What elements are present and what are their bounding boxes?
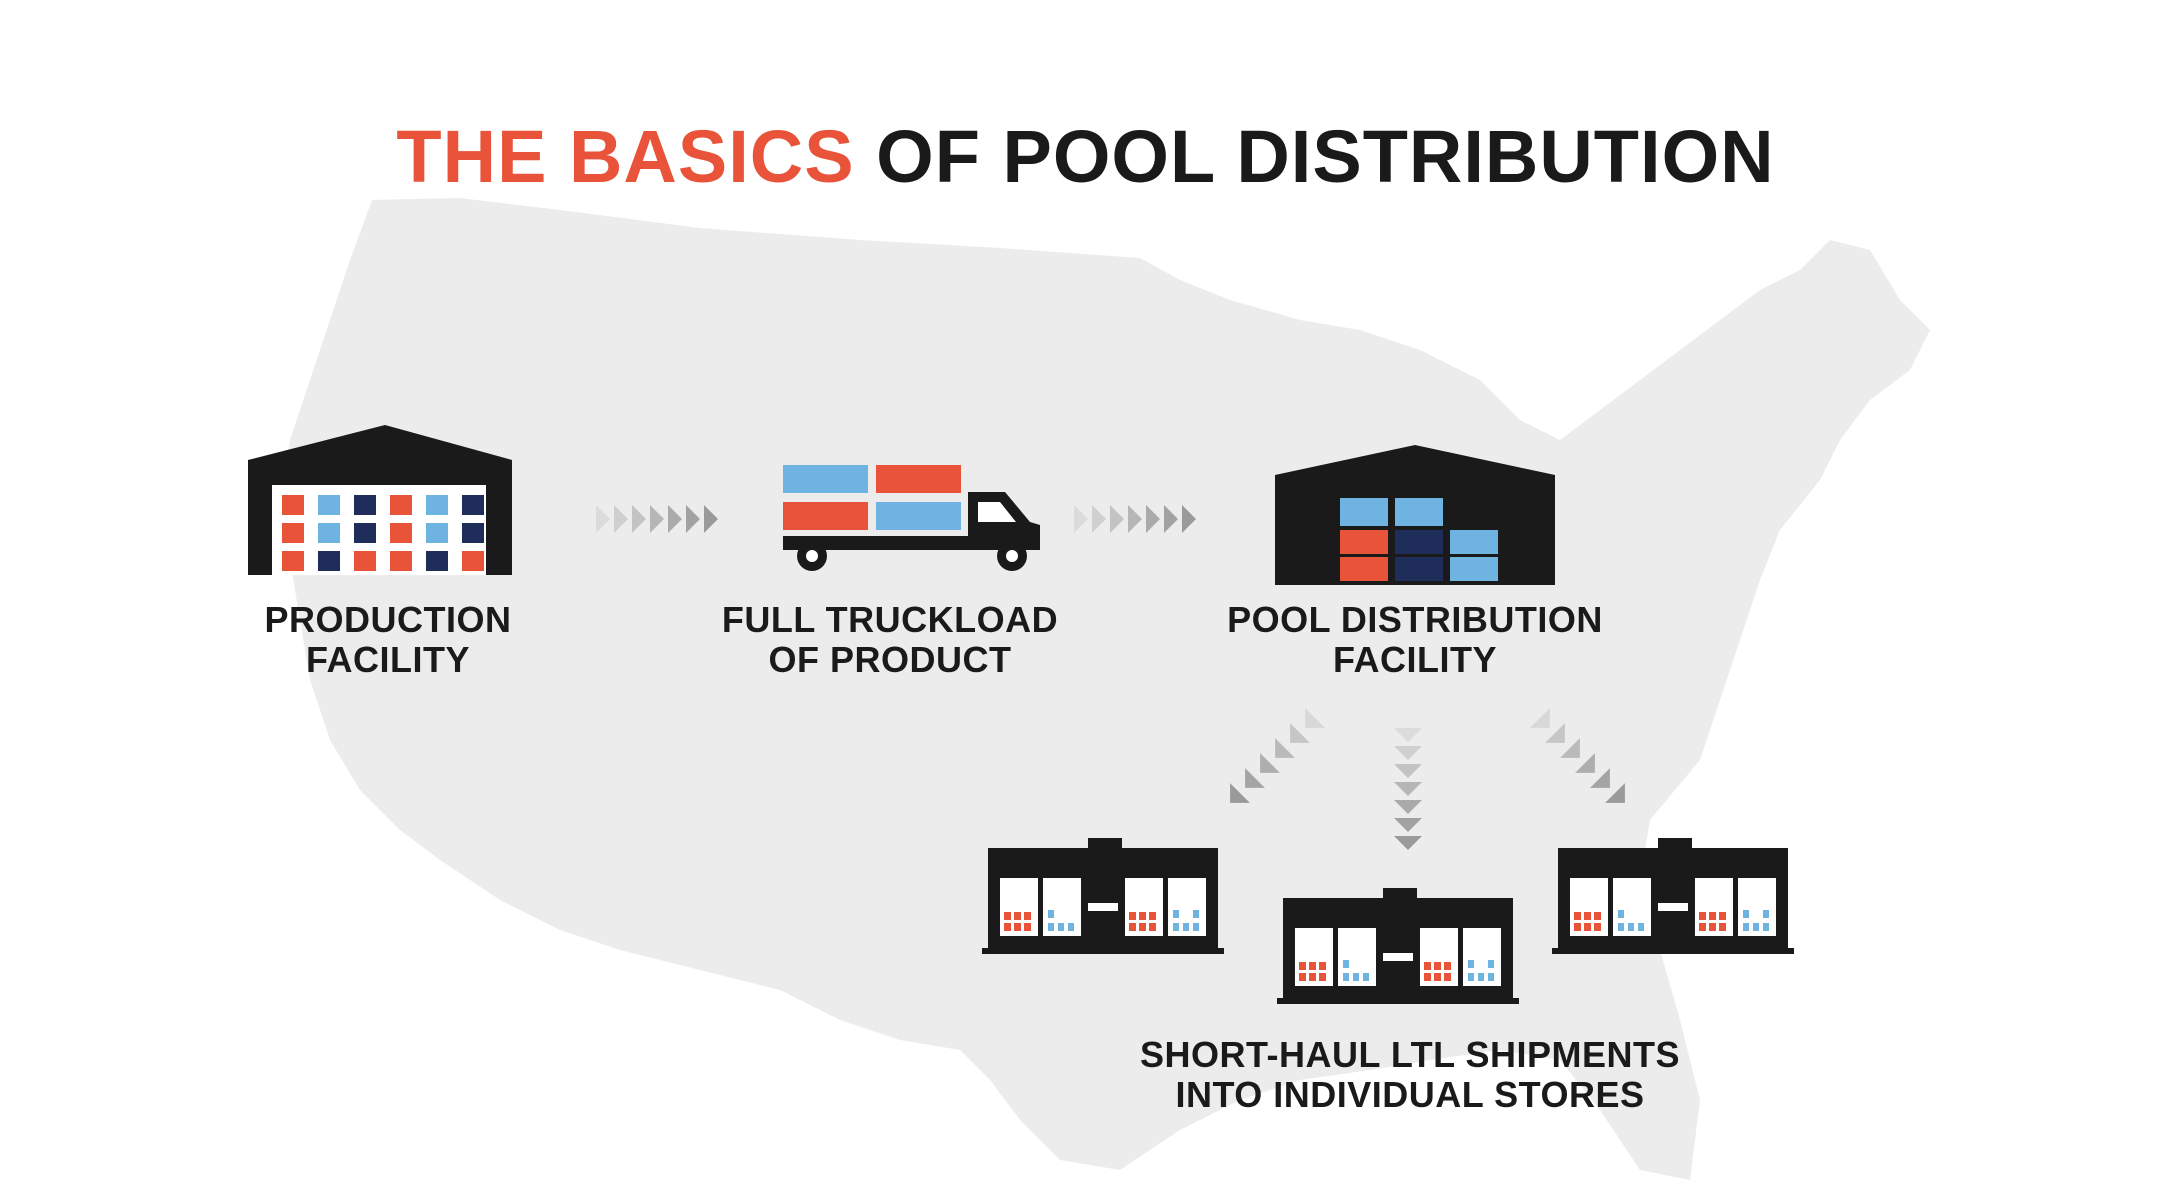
title-accent: THE BASICS — [396, 114, 855, 198]
step-label-line: POOL DISTRIBUTION — [1227, 599, 1603, 640]
step-label-production-facility: PRODUCTION FACILITY — [238, 600, 538, 680]
step-label-full-truckload: FULL TRUCKLOAD OF PRODUCT — [720, 600, 1060, 680]
warehouse-inventory-grid — [282, 495, 484, 571]
arrow-right-icon — [596, 505, 718, 533]
step-label-line: OF PRODUCT — [768, 639, 1012, 680]
store-icon — [982, 838, 1224, 954]
stores-label: SHORT-HAUL LTL SHIPMENTS INTO INDIVIDUAL… — [1110, 1035, 1710, 1115]
truck-icon — [783, 465, 1040, 571]
arrow-right-icon — [1074, 505, 1196, 533]
us-map-shape — [280, 198, 1930, 1180]
arrow-down-left-icon — [1220, 708, 1325, 813]
stacked-boxes — [1340, 498, 1498, 581]
step-label-line: FULL TRUCKLOAD — [721, 599, 1059, 640]
store-icon — [1552, 838, 1794, 954]
stores-label-line: INTO INDIVIDUAL STORES — [1175, 1074, 1645, 1115]
distribution-warehouse-icon — [1275, 445, 1555, 585]
step-label-line: FACILITY — [306, 639, 470, 680]
warehouse-icon — [248, 425, 512, 575]
arrow-down-right-icon — [1530, 708, 1635, 813]
title-rest: OF POOL DISTRIBUTION — [876, 114, 1775, 198]
step-label-line: PRODUCTION — [264, 599, 512, 640]
step-label-pool-distribution-facility: POOL DISTRIBUTION FACILITY — [1215, 600, 1615, 680]
store-icon — [1277, 888, 1519, 1004]
arrow-down-icon — [1394, 728, 1422, 850]
stores-label-line: SHORT-HAUL LTL SHIPMENTS — [1139, 1034, 1680, 1075]
page-title: THE BASICS OF POOL DISTRIBUTION — [0, 112, 2171, 202]
step-label-line: FACILITY — [1333, 639, 1497, 680]
